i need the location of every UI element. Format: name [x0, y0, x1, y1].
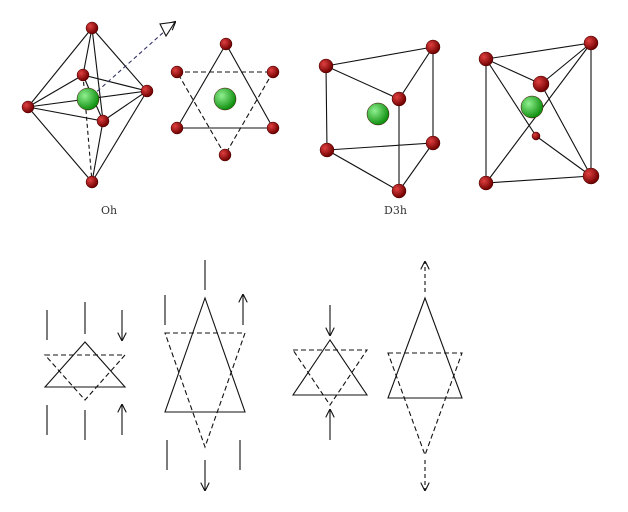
hexagram-top-view [176, 42, 274, 157]
axis-arrow [91, 22, 175, 97]
octahedron-oh [27, 22, 175, 183]
distortion-diagram-1 [43, 302, 125, 440]
central-metal-atoms [76, 87, 544, 126]
distortion-diagram-4 [387, 262, 463, 490]
label-oh: Oh [101, 204, 118, 217]
distortion-diagram-2 [164, 260, 245, 490]
atoms [21, 21, 600, 199]
distortion-diagram-3 [291, 305, 369, 440]
label-d3h: D3h [384, 204, 407, 217]
trigonal-prism-d3h [324, 46, 435, 192]
